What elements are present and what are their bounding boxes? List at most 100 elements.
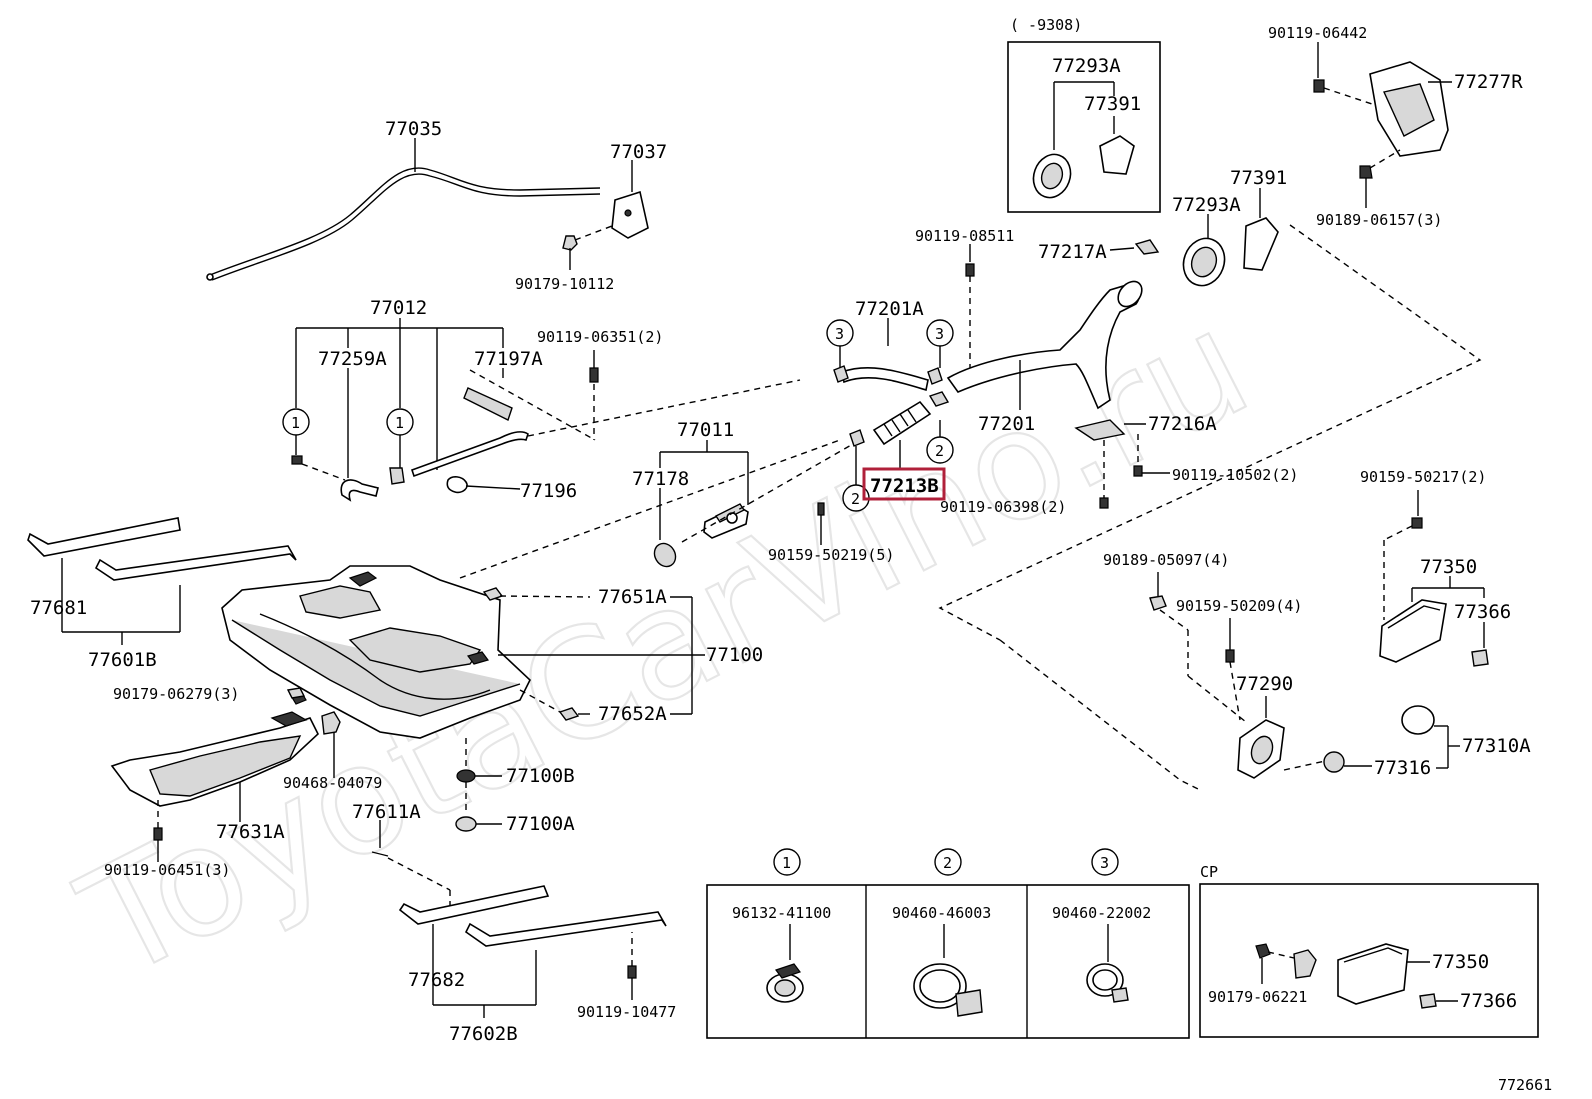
- label-77681: 77681: [30, 597, 87, 619]
- cp-parts-drawing: [1255, 943, 1458, 1009]
- sender-gauge-77011: [703, 503, 749, 539]
- label-77366: 77366: [1454, 601, 1511, 623]
- figure-id: 772661: [1498, 1076, 1552, 1094]
- label-clip3-part: 90460-22002: [1052, 904, 1151, 922]
- label-90159-50217: 90159-50217(2): [1360, 468, 1486, 486]
- label-77651A: 77651A: [598, 586, 667, 608]
- label-77100: 77100: [706, 644, 763, 666]
- label-77602B: 77602B: [449, 1023, 518, 1045]
- label-77197A: 77197A: [474, 348, 543, 370]
- fuel-tank-77100: [221, 565, 531, 739]
- svg-text:3: 3: [1100, 854, 1109, 872]
- pads-77651A-77652A: [482, 587, 591, 721]
- box-range-label: ( -9308): [1010, 16, 1082, 34]
- marker-circle-1-left: 1: [282, 408, 310, 455]
- housing-77277R: [1313, 42, 1452, 208]
- screw-90159-50217: [1383, 490, 1423, 620]
- clip1-drawing: [766, 924, 804, 1003]
- highlight-77213B[interactable]: [862, 467, 946, 501]
- clip2-drawing: [913, 924, 983, 1017]
- cable-assembly-77035: [206, 138, 601, 281]
- svg-text:2: 2: [943, 854, 952, 872]
- label-77277R: 77277R: [1454, 71, 1523, 93]
- label-77035: 77035: [385, 118, 442, 140]
- marker-circle-2-center: 2: [926, 391, 954, 464]
- svg-text:1: 1: [782, 854, 791, 872]
- label-77213B[interactable]: 77213B: [870, 475, 939, 497]
- svg-text:1: 1: [291, 414, 300, 432]
- label-cp-77350: 77350: [1432, 951, 1489, 973]
- bracket-77216A: [1074, 419, 1170, 509]
- label-90119-08511: 90119-08511: [915, 227, 1014, 245]
- bracket-77197A: [463, 350, 599, 441]
- label-90119-10502: 90119-10502(2): [1172, 466, 1298, 484]
- band-77682: [398, 885, 667, 947]
- label-77217A: 77217A: [1038, 241, 1107, 263]
- label-77201A: 77201A: [855, 298, 924, 320]
- label-77290: 77290: [1236, 673, 1293, 695]
- label-clip1-part: 96132-41100: [732, 904, 831, 922]
- screw-90159-50219: [817, 502, 825, 545]
- label-90179-06279: 90179-06279(3): [113, 685, 239, 703]
- label-90159-50219: 90159-50219(5): [768, 546, 894, 564]
- label-77216A: 77216A: [1148, 413, 1217, 435]
- clip3-drawing: [1086, 924, 1129, 1003]
- bracket-77217A: [1109, 239, 1160, 255]
- label-77391-box: 77391: [1084, 93, 1141, 115]
- band-77681: [27, 517, 297, 581]
- label-77178: 77178: [632, 468, 689, 490]
- clip-77366: [1471, 649, 1489, 667]
- clip-90468-04079: [321, 711, 341, 778]
- hoses-77259A-77196: [291, 379, 801, 502]
- cp-box: [1199, 883, 1539, 1038]
- group-77012-lines: [295, 318, 504, 478]
- filler-pipe-77201: [946, 280, 1143, 410]
- label-77601B: 77601B: [88, 649, 157, 671]
- bolt-90189-05097: [1149, 572, 1247, 723]
- marker-circle-3-left: 3: [826, 319, 854, 368]
- svg-text:2: 2: [851, 490, 860, 508]
- hose-77213B: [872, 400, 932, 470]
- bracket-77037: [562, 160, 649, 270]
- label-77682: 77682: [408, 969, 465, 991]
- label-77037: 77037: [610, 141, 667, 163]
- label-90189-05097: 90189-05097(4): [1103, 551, 1229, 569]
- label-90119-06351: 90119-06351(2): [537, 328, 663, 346]
- svg-text:2: 2: [935, 442, 944, 460]
- bolt-90119-10477: [627, 932, 637, 1000]
- label-77350: 77350: [1420, 556, 1477, 578]
- part-77316: [1323, 751, 1372, 773]
- label-77293A-box: 77293A: [1052, 55, 1121, 77]
- label-90468-04079: 90468-04079: [283, 774, 382, 792]
- label-77652A: 77652A: [598, 703, 667, 725]
- label-77100A: 77100A: [506, 813, 575, 835]
- label-90119-10477: 90119-10477: [577, 1003, 676, 1021]
- label-77316: 77316: [1374, 757, 1431, 779]
- label-77391: 77391: [1230, 167, 1287, 189]
- label-90159-50209: 90159-50209(4): [1176, 597, 1302, 615]
- label-77293A: 77293A: [1172, 194, 1241, 216]
- label-77011: 77011: [677, 419, 734, 441]
- label-90119-06398: 90119-06398(2): [940, 498, 1066, 516]
- label-90119-06451: 90119-06451(3): [104, 861, 230, 879]
- part-77310A: [1401, 705, 1448, 735]
- label-77012: 77012: [370, 297, 427, 319]
- bolt-90179-06279: [286, 687, 306, 699]
- label-clip2-part: 90460-46003: [892, 904, 991, 922]
- cap-77293A-box: [1032, 81, 1135, 199]
- marker-circle-1-right: 1: [386, 408, 414, 470]
- label-77310A: 77310A: [1462, 735, 1531, 757]
- variant-box-9308: [1007, 41, 1161, 213]
- label-90189-06157: 90189-06157(3): [1316, 211, 1442, 229]
- label-cp-90179-06221: 90179-06221: [1208, 988, 1307, 1006]
- svg-text:3: 3: [935, 325, 944, 343]
- bolt-90119-06451: [153, 798, 163, 862]
- svg-text:3: 3: [835, 325, 844, 343]
- cushion-77100A: [455, 816, 502, 832]
- bolt-90119-08511: [965, 244, 975, 368]
- label-cp-77366: 77366: [1460, 990, 1517, 1012]
- label-77201: 77201: [978, 413, 1035, 435]
- housing-77290: [1237, 719, 1285, 779]
- gasket-77391: [1243, 188, 1279, 271]
